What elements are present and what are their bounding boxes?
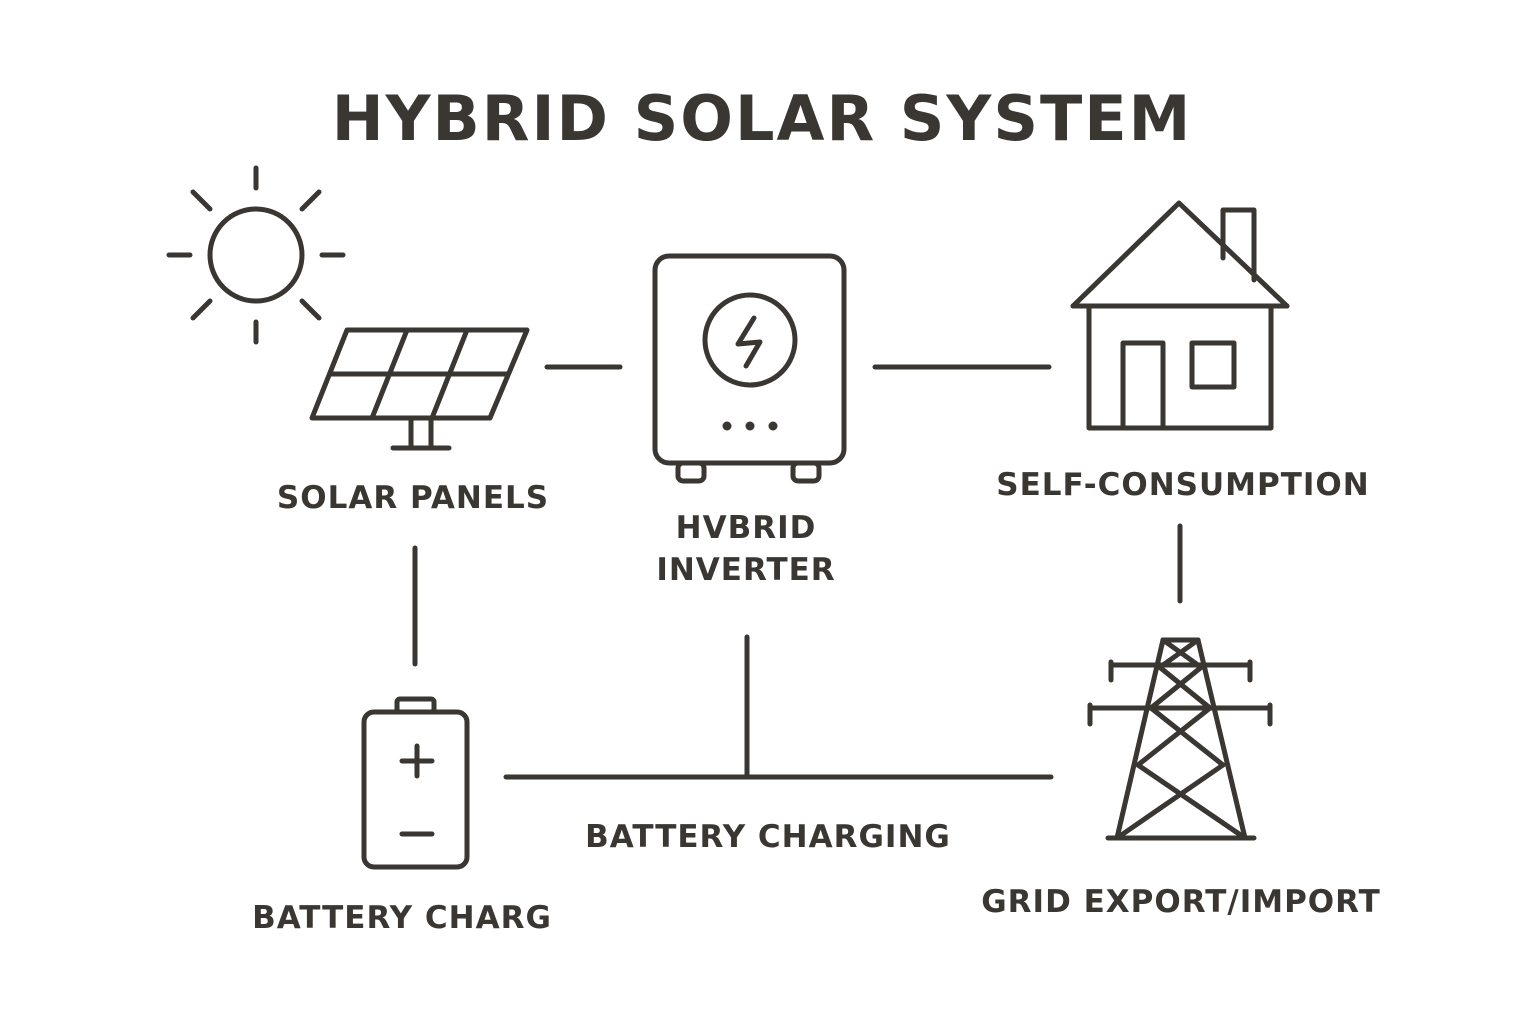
transmission-tower-icon (1087, 637, 1273, 841)
self-consumption-label: SELF-CONSUMPTION (996, 467, 1369, 503)
battery-icon (361, 696, 470, 870)
battery-label: BATTERY CHARG (252, 900, 552, 936)
flow-arrows (412, 364, 1183, 780)
solar-panels-label: SOLAR PANELS (277, 480, 549, 516)
inverter-status-dots (722, 421, 778, 431)
solar-panel-icon (309, 327, 530, 451)
grid-label: GRID EXPORT/IMPORT (981, 884, 1381, 920)
house-icon (1070, 200, 1290, 431)
inverter-label-line1: HVBRID (676, 510, 817, 546)
inverter-label-line2: INVERTER (656, 552, 835, 588)
page-title: HYBRID SOLAR SYSTEM (332, 82, 1193, 155)
battery-charging-label: BATTERY CHARGING (585, 819, 951, 855)
sun-icon (166, 165, 346, 345)
inverter-icon (652, 253, 847, 484)
